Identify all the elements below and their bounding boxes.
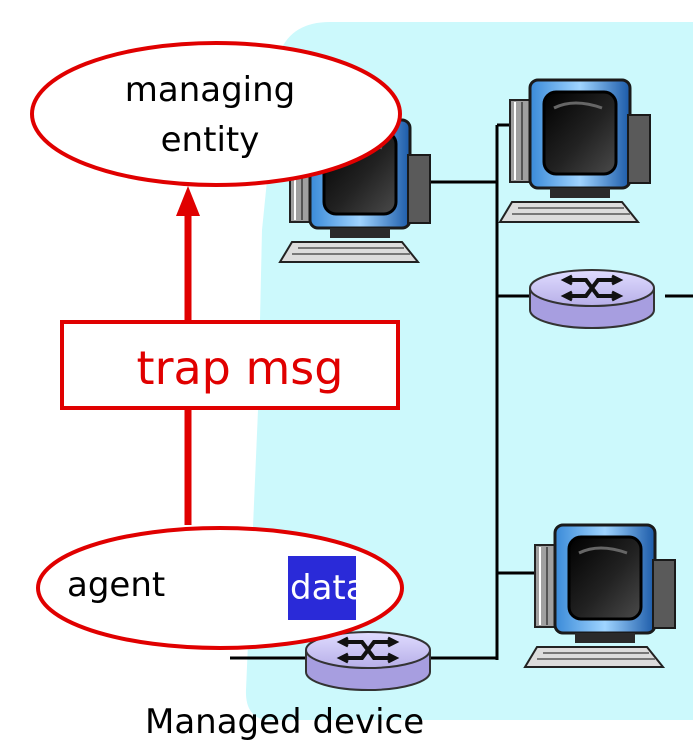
managing-entity-label: managing entity xyxy=(120,65,300,165)
managed-device-caption: Managed device xyxy=(145,702,425,742)
data-label: data xyxy=(288,556,367,620)
managing-entity-line2: entity xyxy=(160,120,260,160)
router-icon xyxy=(528,268,656,330)
managing-entity-line1: managing xyxy=(124,70,296,110)
agent-label: agent xyxy=(67,565,166,605)
trap-arrowhead xyxy=(176,186,200,216)
trap-msg-box xyxy=(60,320,400,410)
managing-entity-ellipse xyxy=(30,41,402,187)
router-icon xyxy=(304,630,432,692)
network-links xyxy=(230,123,693,660)
trap-msg-label: trap msg xyxy=(136,341,344,395)
